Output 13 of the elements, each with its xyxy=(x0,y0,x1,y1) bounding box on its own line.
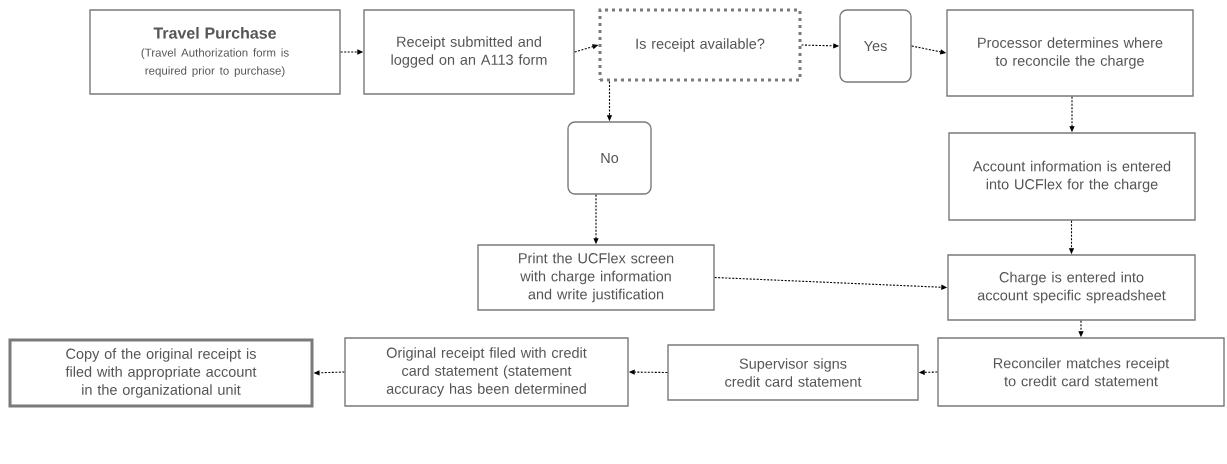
answer-box: Yes xyxy=(839,9,912,83)
process-box: Original receipt filed with credit card statement (statement accuracy has been determined xyxy=(344,337,629,407)
process-box: Charge is entered into account specific spreadsheet xyxy=(947,254,1196,321)
process-box: Account information is entered into UCFlex for the charge xyxy=(948,132,1196,221)
end-box: Copy of the original receipt is filed with appropriate account in the organizational unit xyxy=(8,338,314,408)
process-box: Supervisor signs credit card statement xyxy=(667,344,919,401)
process-box: Print the UCFlex screen with charge information and write justification xyxy=(477,244,715,311)
process-box: Reconciler matches receipt to credit card statement xyxy=(937,337,1225,407)
process-box: Processor determines where to reconcile the charge xyxy=(946,9,1194,97)
decision-box: Is receipt available? xyxy=(598,8,802,82)
process-box: Receipt submitted and logged on an A113 form xyxy=(363,9,575,95)
answer-box: No xyxy=(567,121,652,195)
process-box: Travel Purchase (Travel Authorization form is required prior to purchase) xyxy=(89,9,341,95)
